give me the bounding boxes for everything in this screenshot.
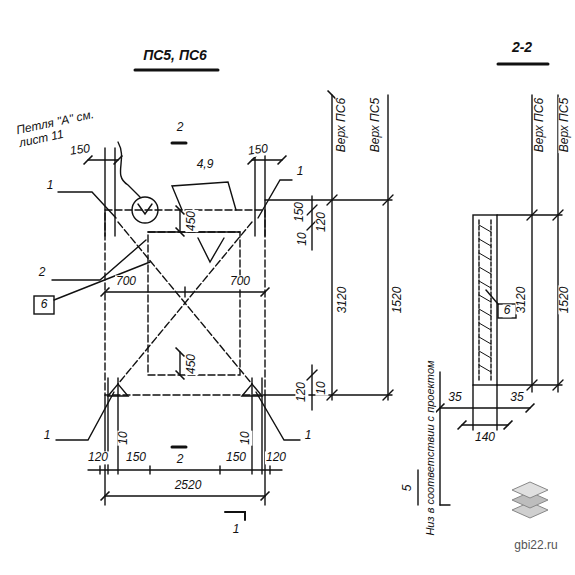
rebar-tie: [479, 337, 491, 344]
dimension-label: 10: [117, 430, 130, 445]
dimension-label: 150: [225, 451, 247, 464]
section-mark: 2: [176, 121, 185, 134]
dimension-label: 140: [474, 431, 496, 444]
level-label: Верх ПС5: [559, 97, 572, 153]
drawing-title: ПС5, ПС6: [142, 48, 208, 63]
rebar-tie: [479, 365, 491, 372]
rebar-tie: [479, 295, 491, 302]
note-text: Петля "А" см. лист 11: [14, 106, 109, 151]
dimension-label: 150: [68, 142, 92, 158]
dimension-label: 1520: [559, 286, 572, 315]
rebar-tie: [479, 323, 491, 330]
dimension-label: 10: [239, 430, 252, 445]
dimension-label: 450: [185, 353, 198, 375]
level-label: Верх ПС5: [369, 97, 382, 153]
rebar-tie: [479, 225, 491, 232]
rebar-tie: [479, 253, 491, 260]
rebar-tie: [479, 267, 491, 274]
dimension-label: 10: [296, 231, 309, 246]
dimension-label: 2520: [174, 479, 203, 492]
callout-number: 5: [401, 484, 414, 493]
dimension-label: 150: [125, 451, 147, 464]
dimension-label: 35: [509, 391, 524, 404]
callout-number: 1: [46, 179, 55, 192]
callout-number: 1: [43, 429, 52, 442]
dimension-label: 120: [87, 451, 109, 464]
rebar-tie: [479, 281, 491, 288]
callout-number: 1: [304, 429, 313, 442]
rebar-tie: [479, 351, 491, 358]
section-title: 2-2: [511, 40, 533, 55]
rebar-tie: [479, 239, 491, 246]
dimension-label: 700: [115, 275, 137, 288]
callout-number: 2: [38, 266, 47, 279]
dimension-label: 3120: [515, 286, 528, 315]
callout-number: 6: [40, 298, 49, 311]
section-mark: 2: [176, 453, 185, 466]
dimension-label: 120: [265, 451, 287, 464]
level-label: Верх ПС6: [335, 97, 348, 153]
dimension-label: 120: [315, 211, 328, 233]
dimension-label: 4,9: [196, 158, 215, 171]
dimension-label: 120: [295, 381, 308, 403]
section-mark: 1: [232, 523, 241, 536]
dimension-label: 35: [447, 391, 462, 404]
callout-number: 6: [503, 304, 512, 317]
level-label: Верх ПС6: [533, 97, 546, 153]
callout-number: 1: [296, 165, 305, 178]
watermark-text: gbi22.ru: [513, 539, 558, 552]
dimension-label: 150: [293, 201, 306, 223]
dimension-label: 1520: [391, 286, 404, 315]
dimension-label: 10: [315, 380, 328, 395]
dimension-label: 700: [229, 275, 251, 288]
rebar-tie: [479, 309, 491, 316]
dimension-label: 450: [185, 210, 198, 232]
note-text: Низ в соответствии с проектом: [424, 359, 436, 536]
dimension-label: 150: [246, 142, 270, 158]
dimension-label: 3120: [336, 286, 349, 315]
